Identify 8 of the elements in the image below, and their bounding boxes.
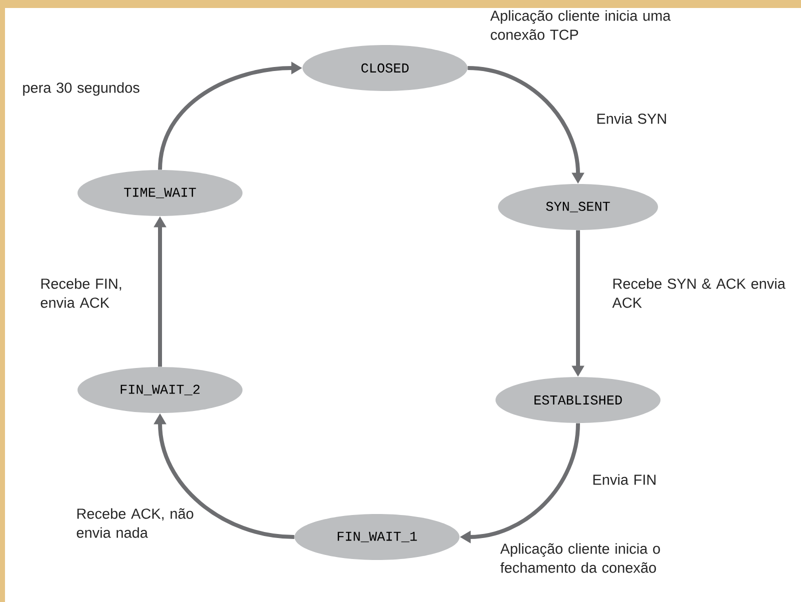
edge-label: Recebe SYN & ACK envia ACK [612, 278, 786, 308]
edge-label: Envia FIN [593, 474, 656, 485]
event-label: Aplicação cliente inicia uma conexão TCP [490, 10, 671, 40]
edge-label: Envia SYN [597, 113, 666, 124]
event-label: Aplicação cliente inicia o fechamento da conexão [500, 543, 660, 573]
edge-label: Recebe FIN, envia ACK [40, 278, 122, 308]
edge-label: Recebe ACK, não envia nada [76, 508, 194, 538]
edge-label: pera 30 segundos [23, 82, 140, 96]
